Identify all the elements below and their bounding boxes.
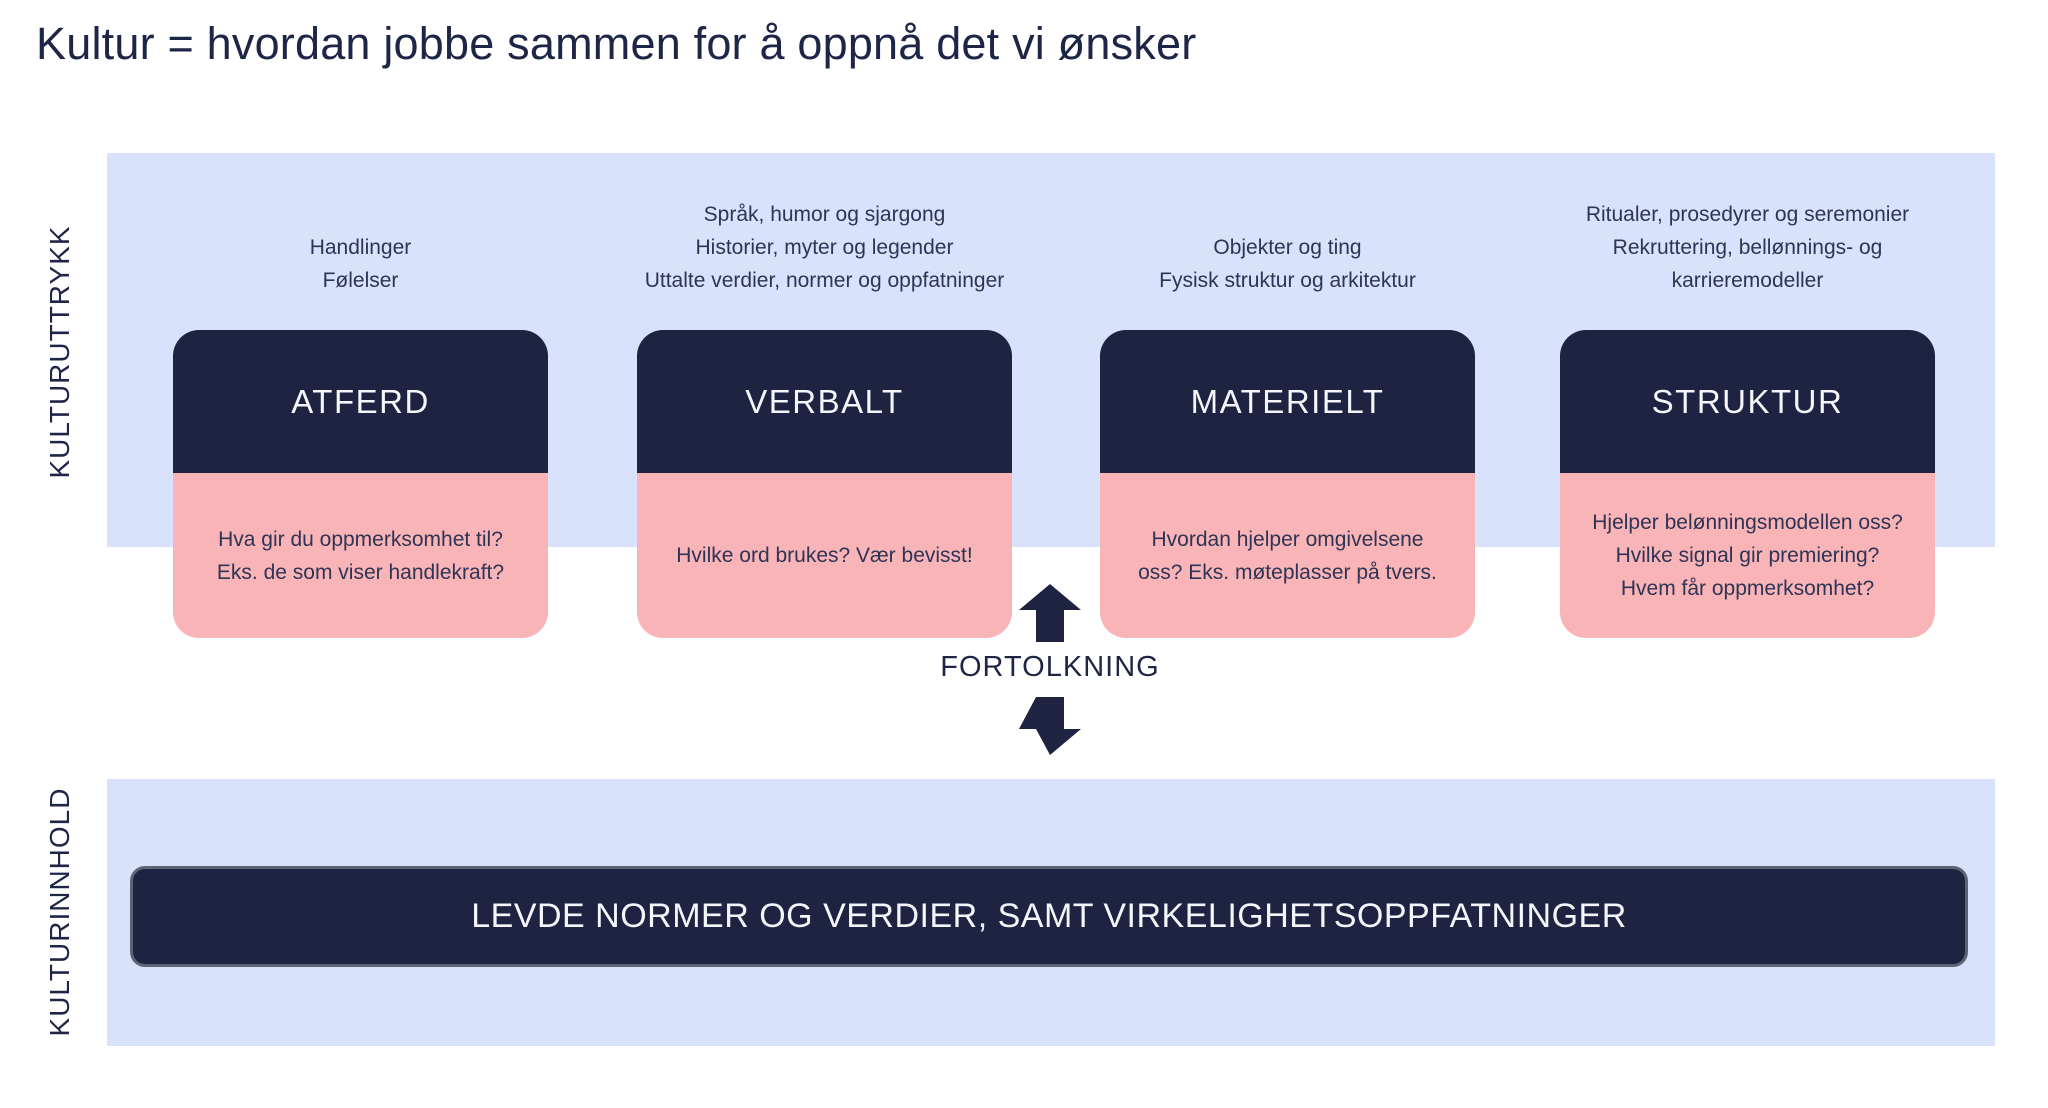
culture-card-struktur: STRUKTUR Hjelper belønningsmodellen oss?… — [1560, 330, 1935, 638]
down-arrow-icon — [1019, 697, 1081, 755]
column-labels-verbalt: Språk, humor og sjargong Historier, myte… — [644, 203, 1005, 292]
card-question-verbalt: Hvilke ord brukes? Vær bevisst! — [637, 473, 1012, 638]
card-title-verbalt: VERBALT — [745, 382, 904, 420]
band-label-kulturuttrykk: KULTURUTTRYKK — [44, 225, 75, 479]
page-title: Kultur = hvordan jobbe sammen for å oppn… — [36, 18, 1197, 69]
levde-normer-bar: LEVDE NORMER OG VERDIER, SAMT VIRKELIGHE… — [130, 866, 1968, 967]
card-question-materielt: Hvordan hjelper omgivelsene oss? Eks. mø… — [1100, 473, 1475, 638]
culture-card-verbalt: VERBALT Hvilke ord brukes? Vær bevisst! — [637, 330, 1012, 638]
card-header-verbalt: VERBALT — [637, 330, 1012, 473]
fortolkning-label: FORTOLKNING — [940, 651, 1160, 683]
culture-card-atferd: ATFERD Hva gir du oppmerksomhet til? Eks… — [173, 330, 548, 638]
card-question-atferd: Hva gir du oppmerksomhet til? Eks. de so… — [173, 473, 548, 638]
card-question-struktur: Hjelper belønningsmodellen oss? Hvilke s… — [1560, 473, 1935, 638]
card-header-materielt: MATERIELT — [1100, 330, 1475, 473]
column-labels-materielt: Objekter og ting Fysisk struktur og arki… — [1159, 236, 1416, 292]
card-header-atferd: ATFERD — [173, 330, 548, 473]
column-labels-atferd: Handlinger Følelser — [309, 236, 412, 292]
card-title-atferd: ATFERD — [291, 382, 430, 420]
levde-normer-bar-text: LEVDE NORMER OG VERDIER, SAMT VIRKELIGHE… — [471, 897, 1627, 935]
band-label-kulturinnhold: KULTURINNHOLD — [44, 787, 75, 1037]
card-title-struktur: STRUKTUR — [1651, 382, 1844, 420]
column-labels-struktur: Ritualer, prosedyrer og seremonier Rekru… — [1585, 203, 1910, 292]
up-arrow-icon — [1019, 584, 1081, 642]
card-title-materielt: MATERIELT — [1190, 382, 1385, 420]
card-header-struktur: STRUKTUR — [1560, 330, 1935, 473]
culture-card-materielt: MATERIELT Hvordan hjelper omgivelsene os… — [1100, 330, 1475, 638]
